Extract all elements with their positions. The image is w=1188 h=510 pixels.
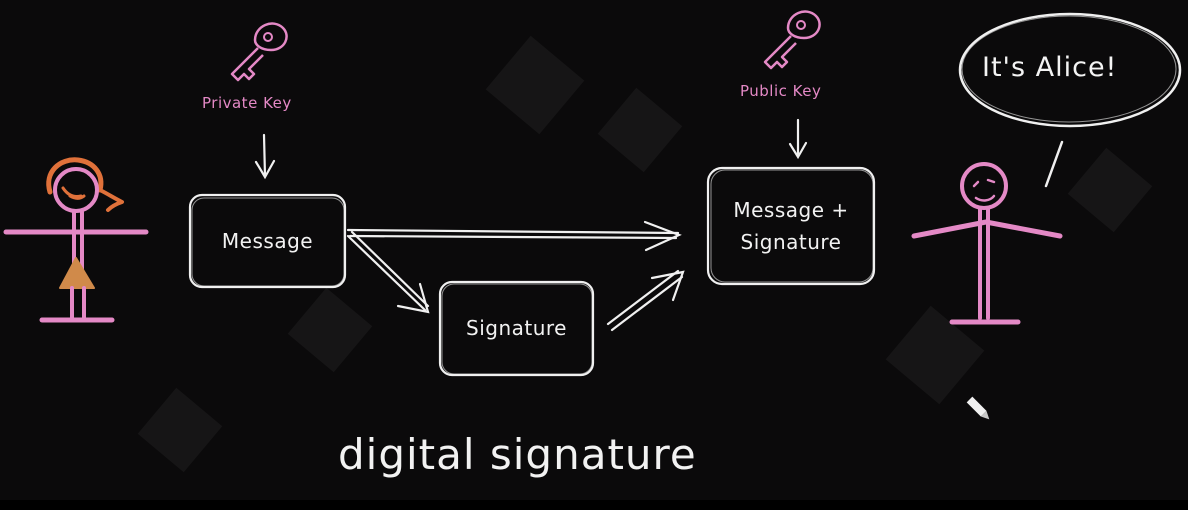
signature-label: Signature bbox=[466, 316, 567, 340]
arrow-public-key-to-combined bbox=[788, 118, 808, 160]
arrow-message-to-combined bbox=[346, 220, 682, 252]
combined-label-line1: Message + bbox=[733, 198, 849, 222]
speech-bubble bbox=[958, 12, 1182, 128]
diagram-title: digital signature bbox=[338, 430, 697, 479]
signature-box bbox=[438, 280, 595, 377]
private-key-icon bbox=[230, 22, 288, 82]
speech-tail bbox=[1044, 140, 1064, 188]
speech-text: It's Alice! bbox=[982, 52, 1118, 83]
public-key-label: Public Key bbox=[740, 82, 822, 100]
bottom-edge bbox=[0, 500, 1188, 510]
arrow-signature-to-combined bbox=[606, 269, 685, 332]
alice-figure bbox=[3, 157, 149, 323]
message-box bbox=[188, 193, 347, 289]
public-key-icon bbox=[763, 10, 821, 70]
receiver-figure bbox=[911, 162, 1063, 325]
message-signature-box bbox=[706, 166, 876, 286]
pencil-icon bbox=[966, 396, 990, 420]
arrow-private-key-to-message bbox=[254, 133, 276, 180]
arrow-message-to-signature bbox=[346, 230, 430, 314]
message-label: Message bbox=[221, 229, 314, 253]
watermark-pattern bbox=[137, 35, 1153, 473]
private-key-label: Private Key bbox=[202, 94, 292, 112]
combined-label-line2: Signature bbox=[740, 230, 842, 254]
